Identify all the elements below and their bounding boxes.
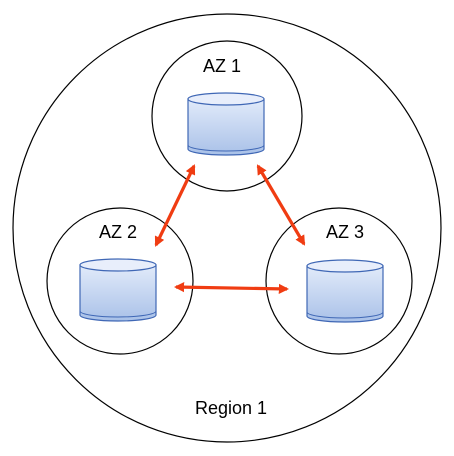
replication-arrow-az1-az2: [154, 164, 196, 247]
availability-zone-1: AZ 1: [151, 40, 303, 192]
region-label: Region 1: [195, 398, 267, 418]
zone-label: AZ 2: [99, 222, 137, 242]
availability-zone-3: AZ 3: [265, 207, 413, 355]
replication-arrow-az1-az3: [256, 164, 306, 246]
zone-label: AZ 3: [326, 222, 364, 242]
database-cylinder-icon: [79, 258, 157, 322]
database-cylinder-icon: [187, 92, 265, 156]
region-boundary: [12, 13, 442, 443]
availability-zone-2: AZ 2: [46, 207, 194, 355]
zone-label: AZ 1: [203, 56, 241, 76]
replication-arrow-az2-az3: [173, 282, 290, 294]
database-cylinder-icon: [306, 259, 384, 323]
